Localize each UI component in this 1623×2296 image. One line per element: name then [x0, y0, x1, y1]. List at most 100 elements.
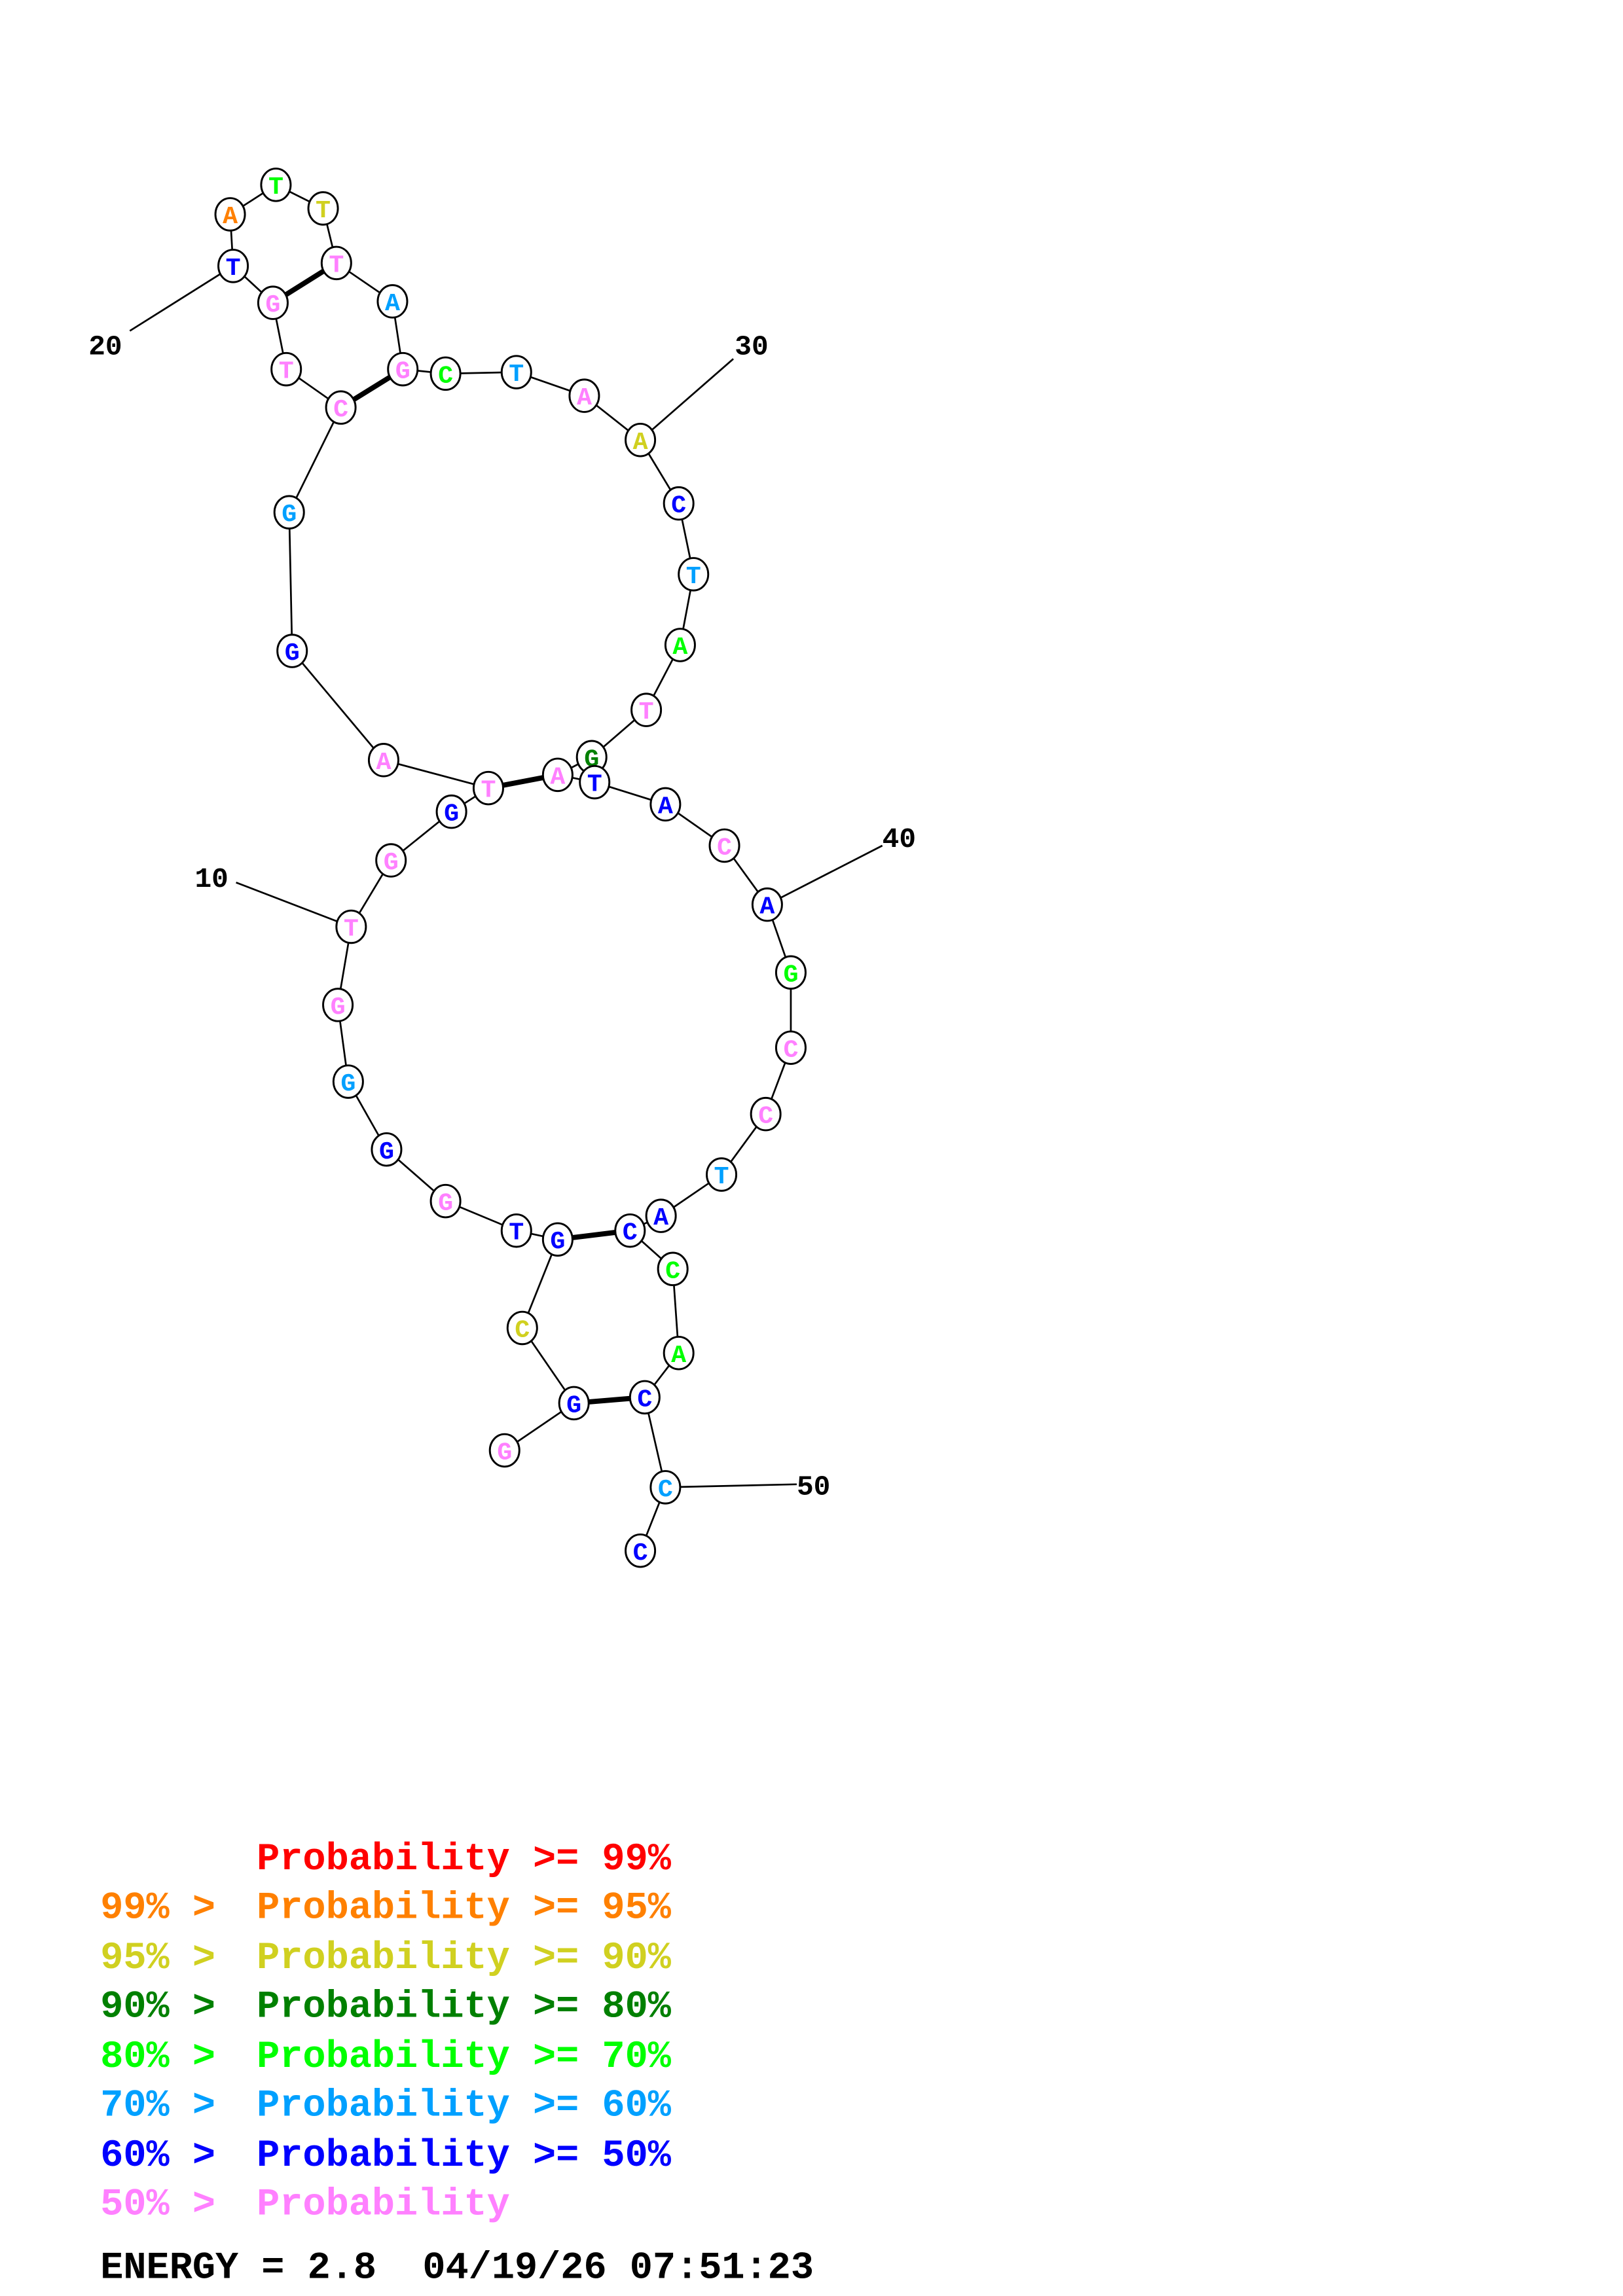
nucleotide-letter: C [438, 361, 453, 390]
nucleotide-letter: C [671, 492, 686, 520]
nucleotide-letter: T [316, 196, 331, 225]
nucleotide-letter: T [714, 1162, 729, 1191]
nucleotide-34: T [630, 692, 663, 727]
nucleotide-letter: T [481, 776, 496, 805]
nucleotide-8: G [332, 1064, 364, 1099]
nucleotide-51: C [625, 1533, 657, 1568]
nucleotide-letter: G [783, 960, 798, 989]
nucleotide-letter: G [282, 500, 297, 529]
nucleotide-46: C [614, 1213, 646, 1248]
nucleotide-circle [614, 1213, 646, 1248]
nucleotide-27: C [429, 356, 462, 391]
nucleotide-circle [664, 628, 696, 662]
nucleotide-letter: G [340, 1069, 356, 1098]
nucleotide-circle [750, 1096, 782, 1132]
nucleotide-circle [320, 245, 352, 281]
legend-label: Probability >= 95% [257, 1886, 672, 1929]
nucleotide-letter: C [717, 834, 732, 863]
nucleotide-44: T [706, 1157, 738, 1192]
nucleotide-circle [541, 757, 574, 793]
nucleotide-20: T [217, 249, 249, 283]
nucleotide-41: G [775, 955, 807, 990]
nucleotide-letter: G [285, 639, 300, 668]
nucleotide-circle [558, 1386, 590, 1421]
legend-prefix: 95% > [100, 1936, 238, 1980]
nucleotide-32: T [678, 557, 710, 592]
nucleotide-30: A [625, 422, 657, 457]
label-tick-20 [129, 265, 234, 332]
position-label-30: 30 [735, 331, 768, 363]
nucleotide-17: C [325, 390, 357, 425]
nucleotide-36: A [541, 757, 574, 793]
nucleotide-6: G [429, 1183, 462, 1219]
backbone-segment [291, 650, 384, 761]
energy-footer: ENERGY = 2.8 04/19/26 07:51:23 [100, 2246, 814, 2289]
nucleotide-23: T [307, 191, 339, 226]
nucleotide-circle [579, 764, 611, 800]
nucleotide-letter: C [333, 395, 348, 424]
nucleotide-letter: G [395, 357, 410, 386]
nucleotide-11: G [375, 843, 407, 878]
nucleotide-circle [270, 351, 302, 387]
legend-prefix: 60% > [100, 2134, 238, 2178]
nucleotide-40: A [751, 887, 783, 922]
legend-label: Probability >= 90% [257, 1936, 672, 1980]
nucleotide-circle [273, 495, 305, 529]
nucleotide-letter: T [686, 562, 701, 591]
nucleotide-circle [625, 422, 657, 457]
legend-row-3: 90% > Probability >= 80% [100, 1984, 671, 2028]
nucleotide-letter: T [226, 254, 241, 283]
nucleotide-letter: A [759, 893, 775, 922]
nucleotide-letter: A [653, 1204, 668, 1232]
nucleotide-45: A [645, 1198, 677, 1233]
nucleotide-49: C [629, 1380, 661, 1415]
nucleotide-circle [214, 197, 246, 232]
legend-row-6: 60% > Probability >= 50% [100, 2134, 671, 2178]
nucleotide-circle [708, 828, 740, 863]
nucleotide-28: T [500, 355, 532, 389]
nucleotide-circle [429, 356, 462, 391]
nucleotide-48: A [663, 1336, 695, 1371]
nucleotide-circle [332, 1064, 364, 1099]
nucleotide-letter: C [658, 1475, 673, 1504]
nucleotide-3: C [506, 1310, 538, 1346]
nucleotide-circle [657, 1251, 689, 1287]
nucleotide-letter: G [444, 800, 459, 829]
nucleotide-2: G [558, 1386, 590, 1421]
nucleotide-letter: A [376, 748, 391, 777]
nucleotide-letter: A [671, 1341, 686, 1370]
nucleotide-letter: T [509, 360, 524, 389]
nucleotide-50: C [649, 1470, 682, 1505]
legend-label: Probability >= 99% [257, 1837, 672, 1881]
nucleotide-38: A [649, 787, 682, 822]
nucleotide-circle [488, 1433, 520, 1468]
label-tick-40 [767, 844, 883, 906]
nucleotide-circle [630, 692, 663, 727]
nucleotide-circle [541, 1222, 574, 1257]
nucleotide-circle [325, 390, 357, 425]
nucleotide-letter: T [509, 1219, 524, 1247]
legend-prefix: 90% > [100, 1984, 238, 2028]
nucleotide-letter: G [331, 993, 346, 1022]
nucleotide-letter: A [385, 289, 400, 318]
nucleotide-circle [307, 191, 339, 226]
nucleotide-circle [500, 355, 532, 389]
nucleotide-letter: A [577, 384, 592, 412]
nucleotide-letter: G [497, 1439, 512, 1467]
nucleotide-4: G [541, 1222, 574, 1257]
position-label-10: 10 [194, 863, 228, 895]
legend-label: Probability >= 70% [257, 2035, 672, 2079]
nucleotide-circle [775, 955, 807, 990]
position-label-40: 40 [883, 823, 916, 855]
nucleotide-letter: C [515, 1316, 530, 1344]
nucleotide-letter: G [384, 848, 399, 877]
legend-prefix: 70% > [100, 2083, 238, 2127]
nucleotide-circle [435, 794, 467, 829]
nucleotide-circle [568, 378, 600, 413]
legend-prefix: 80% > [100, 2035, 238, 2079]
nucleotide-25: A [376, 284, 409, 319]
nucleotide-18: T [270, 351, 302, 387]
nucleotide-1: G [488, 1433, 520, 1468]
nucleotide-26: G [387, 351, 419, 387]
